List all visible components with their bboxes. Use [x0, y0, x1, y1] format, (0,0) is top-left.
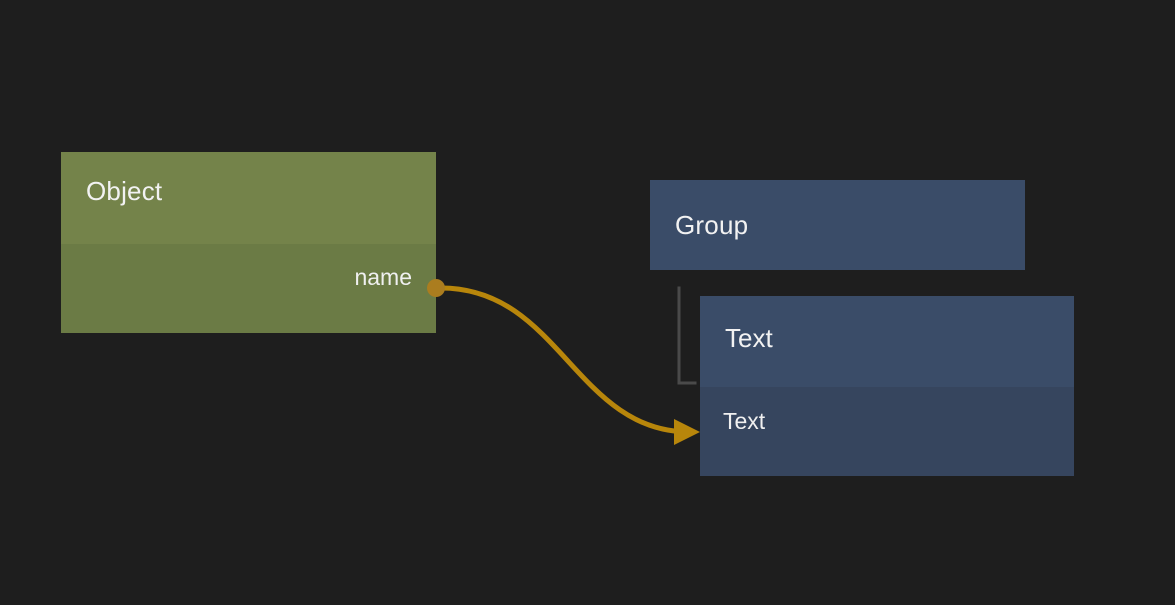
output-port-name[interactable] [427, 279, 445, 297]
node-object-body: name [61, 244, 436, 333]
node-text-field-text[interactable]: Text [723, 408, 766, 434]
node-text[interactable]: Text Text [700, 296, 1074, 476]
node-group-title: Group [675, 210, 749, 240]
node-object-field-name[interactable]: name [354, 264, 412, 290]
edge-name-to-text[interactable] [438, 285, 693, 435]
node-object-title: Object [86, 176, 163, 206]
edge-arrowhead-icon [674, 419, 700, 445]
node-text-body: Text [700, 387, 1074, 476]
node-group[interactable]: Group [650, 180, 1025, 270]
node-object-header[interactable]: Object [61, 152, 436, 244]
group-child-bracket [677, 286, 697, 385]
node-text-header[interactable]: Text [700, 296, 1074, 387]
node-text-title: Text [725, 323, 773, 353]
node-object[interactable]: Object name [61, 152, 436, 333]
